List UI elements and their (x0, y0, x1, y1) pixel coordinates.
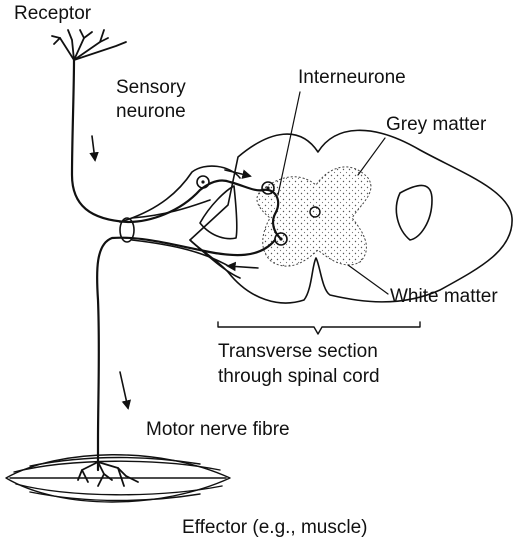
effector-muscle (5, 454, 231, 503)
transverse-section-brace (217, 321, 421, 335)
sensory-neurone-label-line1: Sensory (116, 77, 186, 98)
white-matter-right-tract (395, 184, 433, 241)
nerve-cut-end (119, 217, 135, 243)
dorsal-root-ganglion (119, 165, 241, 223)
white-matter-leader (347, 264, 389, 295)
white-matter-left-tract (199, 185, 238, 240)
motor-nerve-fibre (96, 236, 277, 472)
motor-end-plates (77, 461, 139, 487)
sensory-neurone (70, 58, 265, 224)
interneurone-label: Interneurone (298, 67, 406, 88)
sensory-neurone-label-line2: neurone (116, 101, 186, 122)
spinal-cord-outline (189, 129, 513, 304)
dorsal-root (131, 199, 211, 219)
ventral-root (131, 239, 233, 269)
motor-root-direction-arrow (226, 261, 259, 272)
grey-matter-leader (357, 137, 386, 176)
ganglion-direction-arrow (224, 169, 252, 179)
effector-label: Effector (e.g., muscle) (182, 517, 368, 538)
motor-fibre-direction-arrow (119, 371, 132, 410)
interneurone-cell-body (261, 181, 275, 195)
ventral-root-outline (189, 239, 241, 279)
receptor-branches (51, 29, 127, 61)
receptor-label: Receptor (14, 3, 92, 24)
interneurone-leader (277, 91, 301, 196)
transverse-section-label-line2: through spinal cord (218, 366, 380, 387)
grey-matter-label: Grey matter (386, 114, 487, 135)
motor-nerve-fibre-label: Motor nerve fibre (146, 419, 290, 440)
transverse-section-label-line1: Transverse section (218, 341, 378, 362)
sensory-cell-body (196, 175, 210, 189)
sensory-direction-arrow (89, 135, 99, 162)
central-canal (309, 206, 321, 218)
white-matter-label: White matter (390, 286, 498, 307)
